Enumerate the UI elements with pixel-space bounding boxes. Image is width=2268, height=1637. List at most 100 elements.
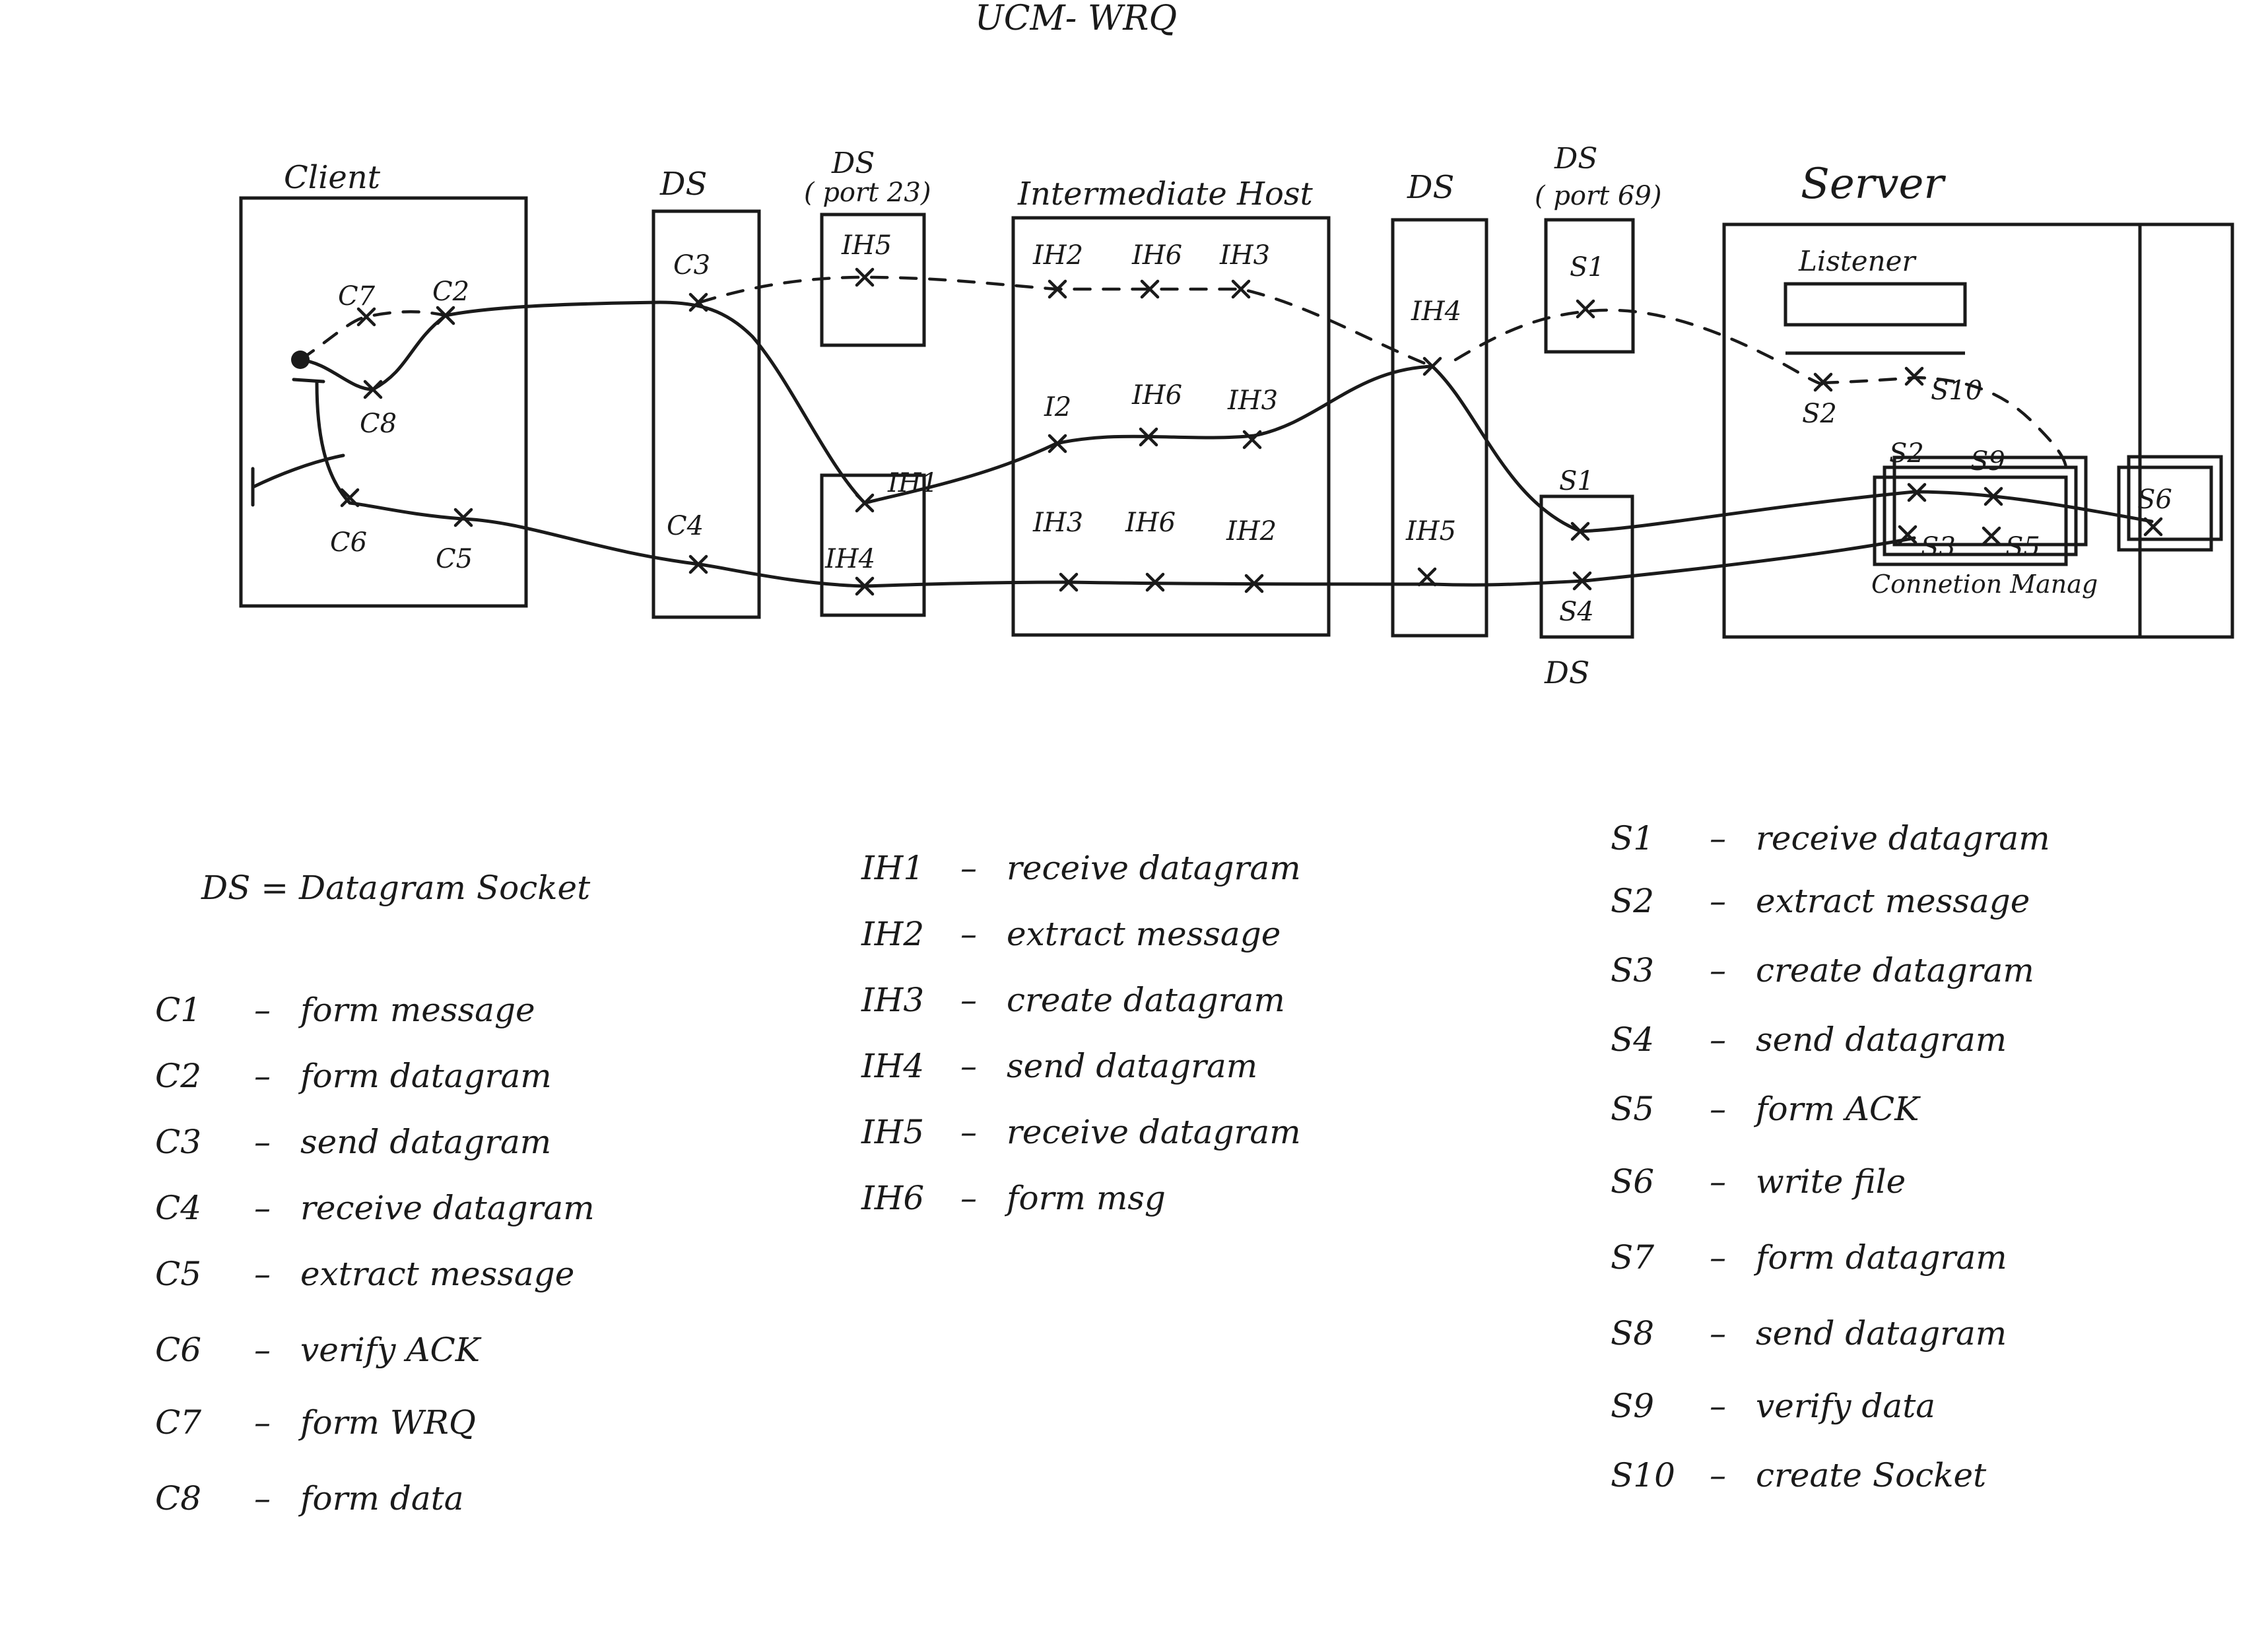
legend-item-c2: C2–form datagram xyxy=(155,1057,552,1095)
ih3-mid-mark xyxy=(1242,430,1262,450)
legend-code: IH5 xyxy=(861,1113,925,1151)
s5-label: S5 xyxy=(2005,532,2040,562)
legend-text: form datagram xyxy=(1756,1238,2007,1277)
s2-cm-mark xyxy=(1907,483,1927,502)
c3-mark xyxy=(688,292,708,312)
client-box xyxy=(239,196,528,608)
legend-code: S1 xyxy=(1611,819,1655,857)
legend-code: C1 xyxy=(155,991,202,1029)
legend-text: create datagram xyxy=(1007,981,1285,1019)
client-ds-label: DS xyxy=(659,166,707,203)
legend-item-c8: C8–form data xyxy=(155,1479,464,1518)
ih4-host-mark xyxy=(1422,356,1442,376)
legend-code: S4 xyxy=(1611,1020,1655,1059)
ih4-low-mark xyxy=(855,576,875,596)
legend-text: form datagram xyxy=(300,1057,552,1095)
s2-cm-label: S2 xyxy=(1889,438,1924,469)
ds-port69-upper-box xyxy=(1544,218,1635,354)
connection-manager-back xyxy=(1892,455,2088,547)
ih5-top-label: IH5 xyxy=(841,230,892,261)
ih6-low-label: IH6 xyxy=(1125,508,1176,538)
write-file-back xyxy=(2127,455,2223,541)
legend-item-c3: C3–send datagram xyxy=(155,1123,552,1161)
legend-text: send datagram xyxy=(1756,1314,2007,1353)
ih2-low-mark xyxy=(1244,574,1264,593)
legend-text: form msg xyxy=(1007,1179,1166,1217)
legend-code: IH1 xyxy=(861,849,925,887)
legend-text: create Socket xyxy=(1756,1456,1987,1494)
ih3-top-label: IH3 xyxy=(1219,240,1270,271)
legend-code: S7 xyxy=(1611,1238,1655,1277)
legend-code: S6 xyxy=(1611,1162,1655,1201)
legend-text: verify ACK xyxy=(300,1331,481,1369)
s5-mark xyxy=(1982,526,2001,546)
legend-text: receive datagram xyxy=(1007,849,1301,887)
listener-box xyxy=(1784,282,1967,327)
legend-text: extract message xyxy=(300,1255,575,1293)
legend-text: form ACK xyxy=(1756,1090,1919,1128)
ih6-mid-label: IH6 xyxy=(1131,380,1182,411)
legend-text: extract message xyxy=(1756,882,2030,920)
i2-mid-mark xyxy=(1048,434,1067,453)
legend-code: C5 xyxy=(155,1255,202,1293)
legend-code: IH4 xyxy=(861,1047,925,1085)
c4-label: C4 xyxy=(667,511,704,541)
ih5-host-mark xyxy=(1417,567,1437,587)
legend-text: form data xyxy=(300,1479,464,1518)
s2-listener-label: S2 xyxy=(1802,399,1837,429)
s10-mark xyxy=(1904,366,1924,386)
end-bar-top xyxy=(292,378,325,384)
c7-label: C7 xyxy=(338,281,376,312)
s4-label: S4 xyxy=(1559,597,1594,627)
legend-code: C6 xyxy=(155,1331,202,1369)
legend-item-ih3: IH3–create datagram xyxy=(861,981,1285,1019)
wrq-request-path xyxy=(298,310,448,362)
intermediate-host-box xyxy=(1011,216,1331,637)
legend-text: form WRQ xyxy=(300,1403,476,1442)
legend-item-s6: S6–write file xyxy=(1611,1162,1906,1201)
point-marks xyxy=(340,267,2163,596)
s1-mid-mark xyxy=(1570,521,1590,541)
legend-item-s7: S7–form datagram xyxy=(1611,1238,2007,1277)
intermediate-host-label: Intermediate Host xyxy=(1017,176,1313,213)
ds-port23-label-bottom: ( port 23) xyxy=(804,178,931,208)
legend-text: create datagram xyxy=(1756,951,2034,989)
s3-label: S3 xyxy=(1921,532,1956,562)
ds-port23-lower-box xyxy=(820,473,926,617)
ds-port69-label-top: DS xyxy=(1554,142,1597,176)
connection-manager-box xyxy=(1873,475,2068,566)
s1-top-mark xyxy=(1576,299,1595,319)
legend-code: C3 xyxy=(155,1123,202,1161)
c6-label: C6 xyxy=(330,527,367,558)
host-ds-label: DS xyxy=(1407,169,1454,206)
legend-code: C4 xyxy=(155,1189,202,1227)
legend-item-ih4: IH4–send datagram xyxy=(861,1047,1258,1085)
ack-end-path xyxy=(251,453,345,489)
legend-code: C8 xyxy=(155,1479,202,1518)
s6-mark xyxy=(2143,517,2163,537)
legend-code: S10 xyxy=(1611,1456,1675,1494)
server-ds-label: DS xyxy=(1544,655,1589,690)
wrq-forward-path xyxy=(698,275,1434,368)
s1-mid-label: S1 xyxy=(1559,466,1594,496)
legend-code: S9 xyxy=(1611,1387,1655,1425)
server-box xyxy=(1722,222,2234,639)
ds-port69-lower-box xyxy=(1539,494,1634,639)
legend-text: receive datagram xyxy=(1007,1113,1301,1151)
wrq-server-path xyxy=(1453,308,1824,386)
ds-port23-label-top: DS xyxy=(831,147,875,180)
c7-mark xyxy=(356,307,376,327)
ih1-mark xyxy=(855,493,875,513)
c5-mark xyxy=(453,508,473,527)
legend-text: receive datagram xyxy=(1756,819,2050,857)
legend-code: C7 xyxy=(155,1403,202,1442)
legend-item-s8: S8–send datagram xyxy=(1611,1314,2007,1353)
legend-item-s3: S3–create datagram xyxy=(1611,951,2034,989)
ih6-low-mark xyxy=(1145,572,1165,592)
ih6-mid-mark xyxy=(1139,427,1158,447)
s10-label: S10 xyxy=(1931,376,1982,406)
legend-code: IH2 xyxy=(861,915,925,953)
legend-item-ih1: IH1–receive datagram xyxy=(861,849,1301,887)
host-ds-box xyxy=(1391,218,1488,638)
